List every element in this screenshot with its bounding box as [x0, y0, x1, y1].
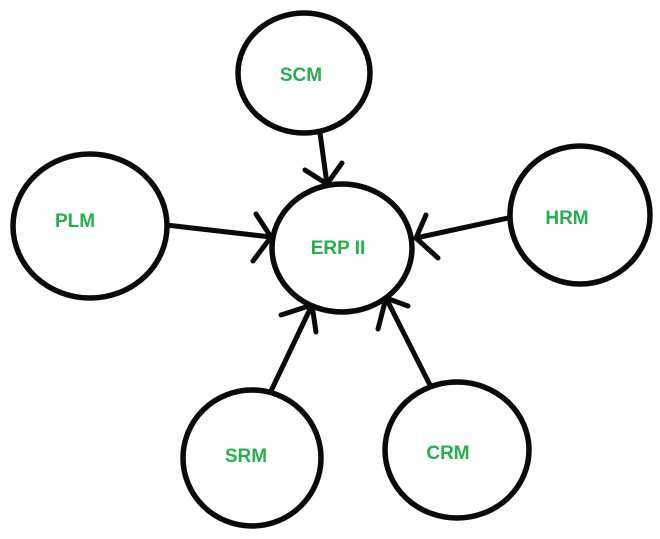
node-hrm-label: HRM [545, 208, 588, 229]
node-srm-label: SRM [225, 446, 267, 467]
node-srm-circle [180, 387, 324, 529]
node-crm-label: CRM [426, 443, 469, 464]
arrowhead-barb [253, 211, 274, 240]
arrowhead-barb [324, 160, 345, 187]
node-hrm-circle [507, 143, 653, 287]
node-plm-label: PLM [55, 211, 95, 232]
edge-plm-to-erp [163, 211, 274, 264]
edge-scm-to-erp [302, 130, 345, 187]
arrowhead-barb [302, 167, 330, 187]
arrowhead-barb [250, 234, 274, 264]
arrowhead-barb [413, 212, 429, 241]
edge-hrm-to-erp [413, 212, 516, 261]
node-hrm: HRM [507, 143, 653, 287]
arrowhead-barb [383, 295, 411, 309]
node-srm: SRM [180, 387, 324, 529]
edge-crm-to-erp [375, 295, 434, 390]
arrowhead-barb [278, 302, 315, 318]
node-scm-circle [235, 10, 373, 136]
node-plm-circle [10, 151, 170, 301]
edge-srm-to-erp [268, 302, 319, 394]
node-erp-ii-label: ERP II [311, 238, 366, 259]
node-erp-ii: ERP II [269, 181, 415, 315]
arrowhead-barb [309, 302, 319, 335]
arrowhead-barb [413, 235, 441, 261]
node-crm-circle [382, 379, 532, 521]
node-scm-label: SCM [280, 65, 322, 86]
arrowhead-barb [375, 295, 389, 332]
node-scm: SCM [235, 10, 373, 136]
node-erp-ii-circle [269, 181, 415, 315]
node-crm: CRM [382, 379, 532, 521]
node-plm: PLM [10, 151, 170, 301]
